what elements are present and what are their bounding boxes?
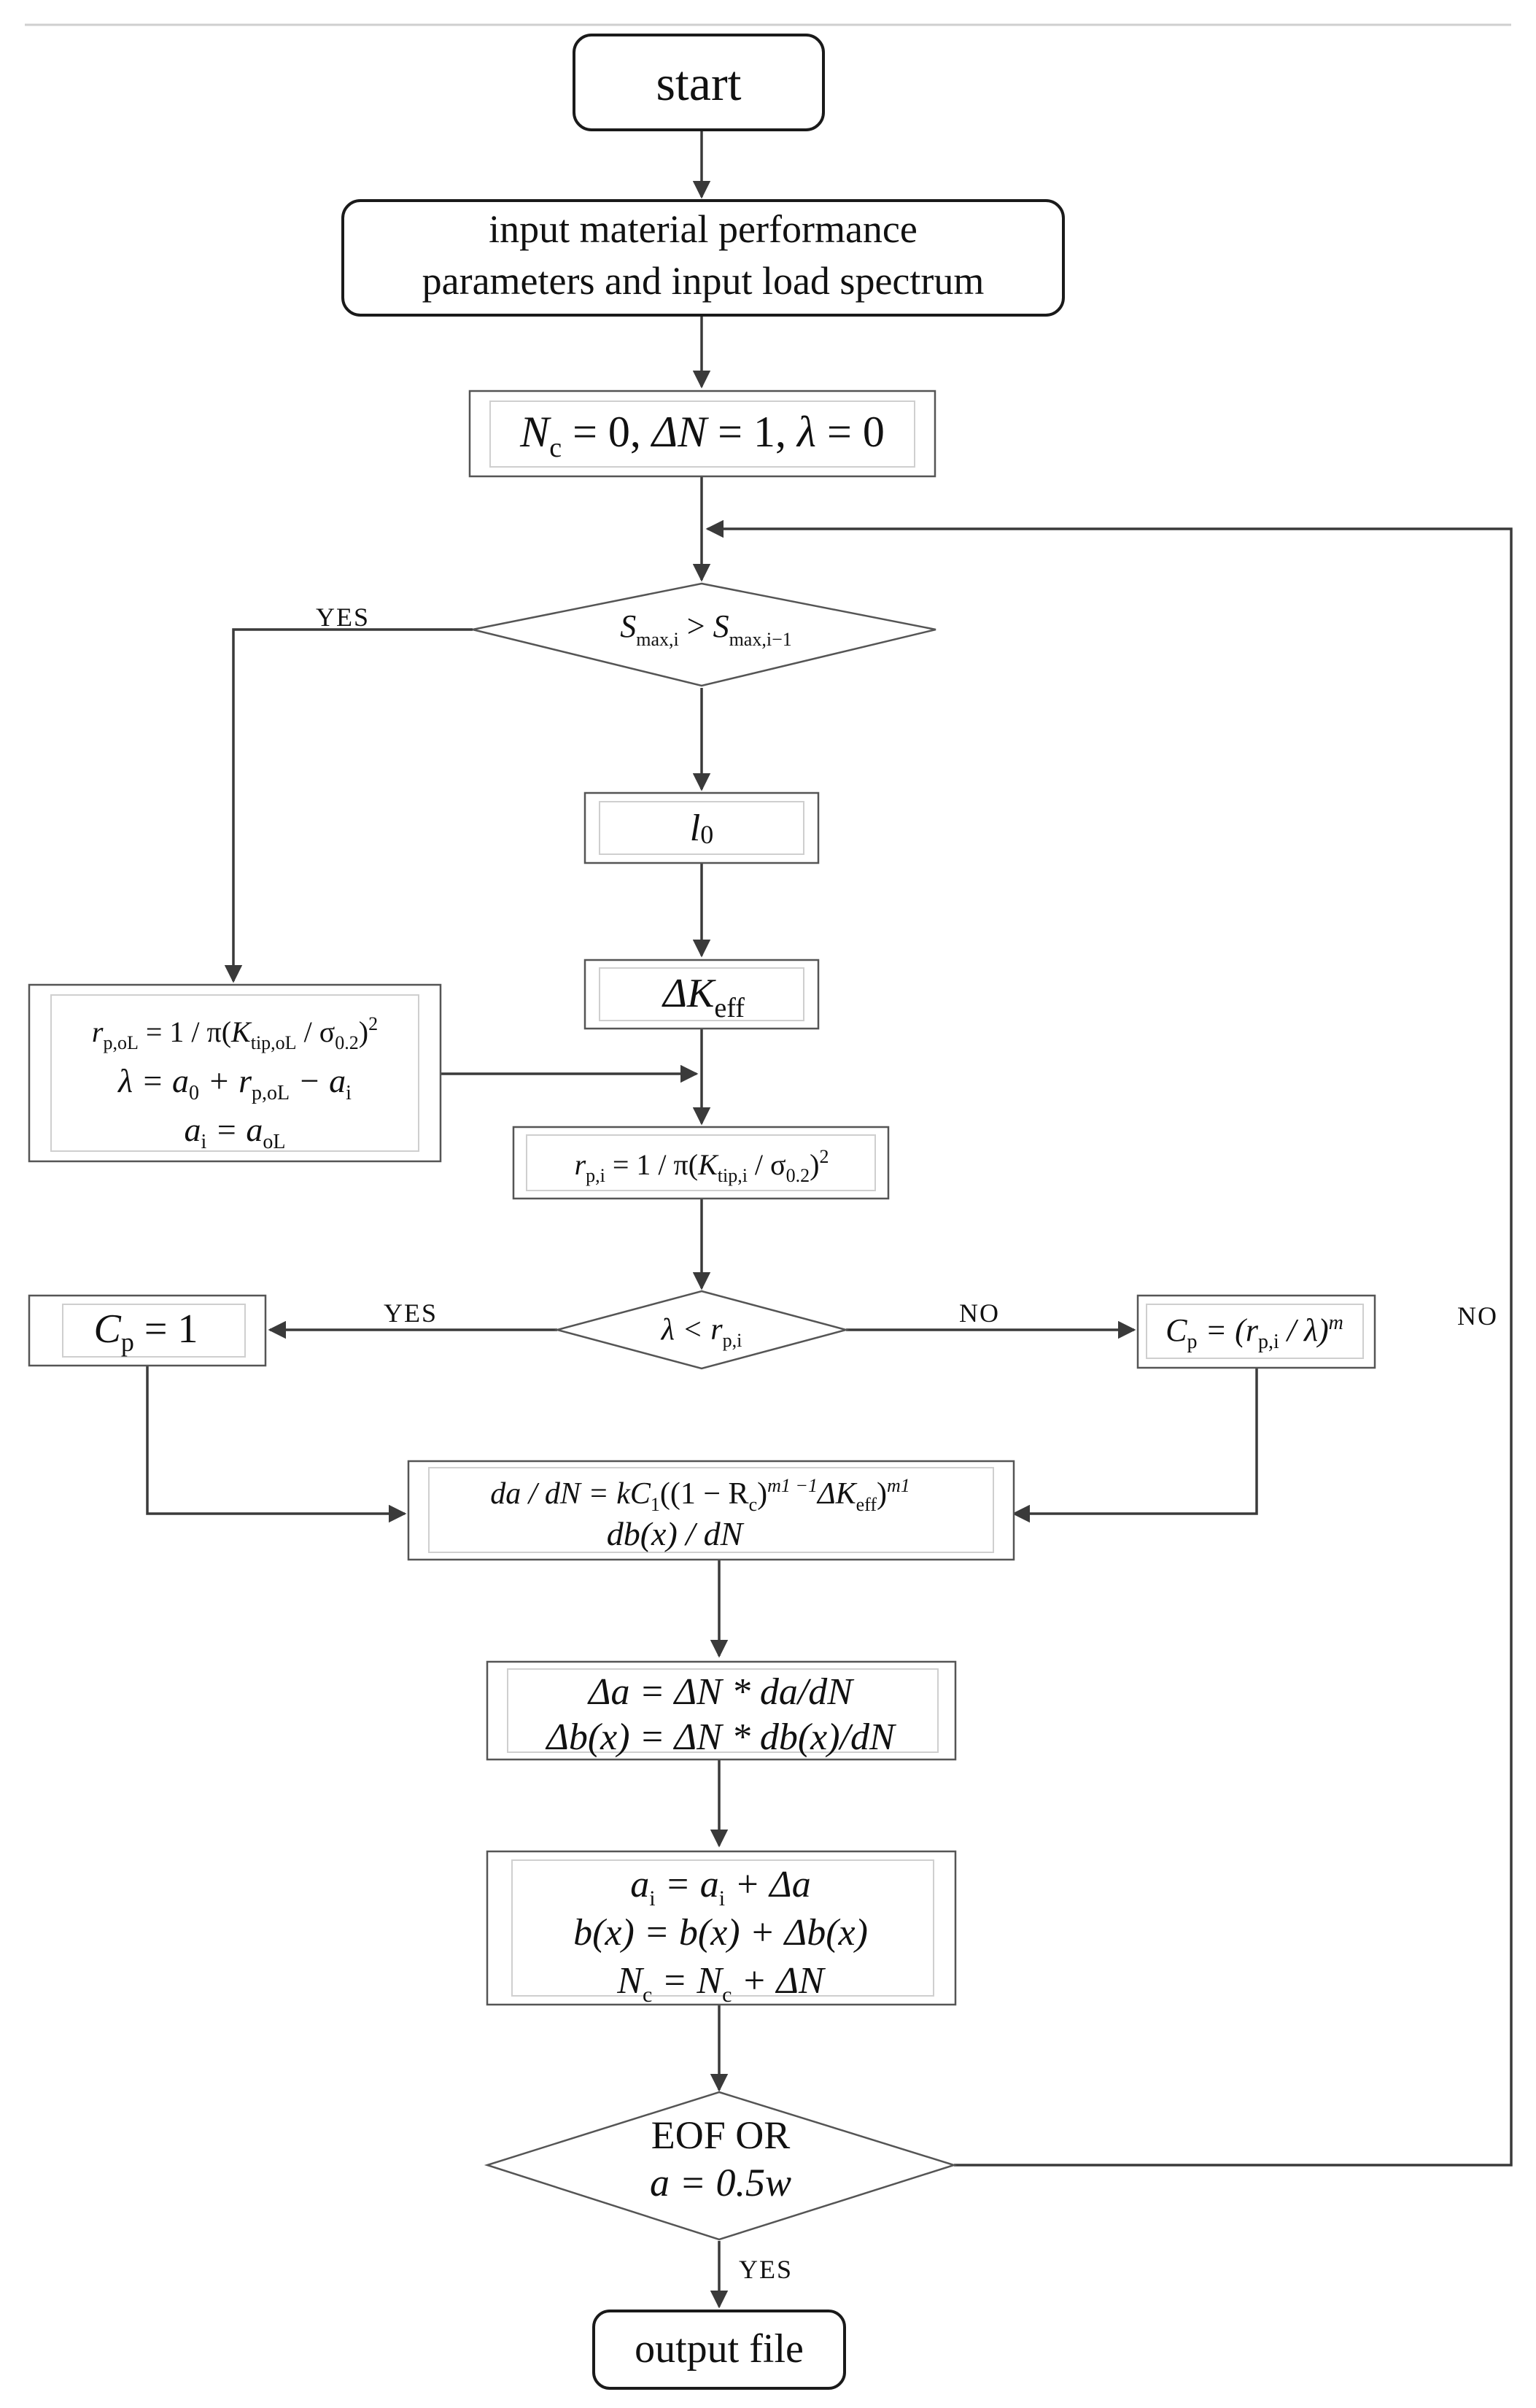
update-line2: b(x) = b(x) + Δb(x) (573, 1912, 868, 1954)
edge-no-loop (705, 519, 1513, 2167)
edge-cp1-rate (146, 1366, 407, 1523)
cp-ratio-node: Cp = (rp,i / λ)m (1136, 1294, 1376, 1369)
dkeff-formula: ΔKeff (662, 971, 745, 1023)
update-node: ai = ai + Δa b(x) = b(x) + Δb(x) Nc = Nc… (486, 1850, 957, 2007)
overload-line3: ai = aoL (185, 1111, 286, 1153)
yes-label-cp1: YES (384, 1298, 438, 1328)
overload-line2: λ = a0 + rp,oL − ai (117, 1062, 352, 1104)
yes-label-output: YES (739, 2255, 793, 2284)
cp-one-formula: Cp = 1 (94, 1306, 198, 1357)
cp-ratio-formula: Cp = (rp,i / λ)m (1165, 1312, 1343, 1353)
decision-lambda-formula: λ < rp,i (660, 1313, 742, 1351)
decision-eof: EOF OR a = 0.5w (484, 2091, 958, 2241)
input-label-line1: input material performance (489, 207, 918, 251)
decision-smax: Smax,i > Smax,i−1 (472, 582, 936, 687)
rpi-formula: rp,i = 1 / π(Ktip,i / σ0.2)2 (575, 1146, 829, 1186)
output-label: output file (635, 2326, 804, 2372)
rate-line1: da / dN = kC1((1 − Rc)m1 −1ΔKeff)m1 (490, 1475, 910, 1515)
yes-label-overload: YES (316, 603, 370, 632)
decision-lambda: λ < rp,i (554, 1290, 850, 1370)
init-formula: Nc = 0, ΔN = 1, λ = 0 (519, 408, 885, 463)
decision-eof-line2: a = 0.5w (650, 2161, 791, 2204)
increment-line1: Δa = ΔN * da/dN (587, 1671, 855, 1713)
rate-line2: db(x) / dN (607, 1515, 745, 1552)
update-line3: Nc = Nc + ΔN (616, 1960, 826, 2007)
decision-smax-formula: Smax,i > Smax,i−1 (620, 608, 791, 650)
init-node: Nc = 0, ΔN = 1, λ = 0 (468, 390, 936, 478)
decision-eof-line1: EOF OR (651, 2113, 791, 2157)
increment-line2: Δb(x) = ΔN * db(x)/dN (545, 1716, 897, 1758)
edges (146, 130, 1513, 2309)
input-label-line2: parameters and input load spectrum (422, 259, 985, 303)
start-node: start (573, 34, 825, 131)
cp-one-node: Cp = 1 (28, 1294, 267, 1367)
input-node: input material performance parameters an… (341, 199, 1065, 317)
dkeff-node: ΔKeff (583, 959, 820, 1030)
start-label: start (656, 55, 741, 111)
rpi-node: rp,i = 1 / π(Ktip,i / σ0.2)2 (512, 1126, 890, 1200)
no-label-loop: NO (1457, 1301, 1498, 1331)
overload-node: rp,oL = 1 / π(Ktip,oL / σ0.2)2 λ = a0 + … (28, 983, 442, 1163)
rate-node: da / dN = kC1((1 − Rc)m1 −1ΔKeff)m1 db(x… (407, 1460, 1015, 1561)
update-line1: ai = ai + Δa (630, 1864, 810, 1910)
output-node: output file (592, 2310, 846, 2390)
edge-yes-overload (224, 628, 473, 983)
l0-node: l0 (583, 791, 820, 864)
l0-formula: l0 (690, 808, 713, 849)
no-label-cpratio: NO (959, 1298, 1000, 1328)
edge-cpratio-rate (1012, 1368, 1258, 1523)
increment-node: Δa = ΔN * da/dN Δb(x) = ΔN * db(x)/dN (486, 1660, 957, 1761)
overload-line1: rp,oL = 1 / π(Ktip,oL / σ0.2)2 (92, 1013, 378, 1053)
